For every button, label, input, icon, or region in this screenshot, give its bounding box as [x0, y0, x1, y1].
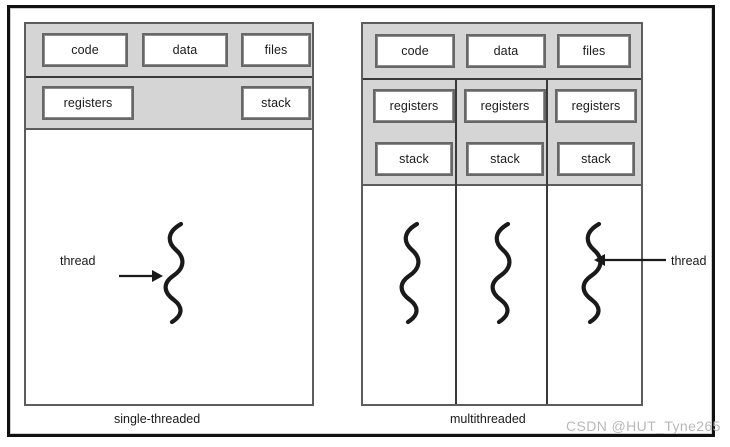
- single-threaded-stack-box: stack: [241, 86, 311, 120]
- multithreaded-execution-area: [363, 184, 641, 404]
- multithreaded-thread-2-stack-box: stack: [466, 142, 544, 176]
- multithreaded-data-label: data: [493, 44, 519, 58]
- single-threaded-registers-box: registers: [42, 86, 134, 120]
- multithreaded-column-divider-1: [455, 80, 457, 404]
- single-threaded-data-label: data: [172, 43, 198, 57]
- multithreaded-thread-1-registers-label: registers: [389, 99, 439, 113]
- multithreaded-thread-3-registers-label: registers: [571, 99, 621, 113]
- multithreaded-thread-2-stack-label: stack: [490, 152, 520, 166]
- single-threaded-registers-label: registers: [63, 96, 113, 110]
- diagram-frame-inner-border: [10, 8, 712, 434]
- single-threaded-code-label: code: [71, 43, 99, 57]
- multithreaded-caption: multithreaded: [450, 412, 526, 426]
- diagram-frame: code data files registers stack thread s: [7, 5, 720, 437]
- single-threaded-thread-annotation-label: thread: [60, 254, 96, 268]
- watermark-text: CSDN @HUT_Tyne265: [566, 418, 721, 434]
- multithreaded-files-box: files: [557, 34, 631, 68]
- multithreaded-resource-divider: [363, 78, 641, 80]
- single-threaded-resource-divider: [26, 76, 312, 78]
- multithreaded-code-box: code: [375, 34, 455, 68]
- multithreaded-thread-2-registers-label: registers: [480, 99, 530, 113]
- single-threaded-execution-area: [26, 128, 312, 404]
- multithreaded-thread-3-stack-box: stack: [557, 142, 635, 176]
- multithreaded-thread-1-stack-box: stack: [375, 142, 453, 176]
- multithreaded-code-label: code: [401, 44, 429, 58]
- single-threaded-process-panel: code data files registers stack: [24, 22, 314, 406]
- multithreaded-thread-3-stack-label: stack: [581, 152, 611, 166]
- single-threaded-files-label: files: [264, 43, 288, 57]
- single-threaded-data-box: data: [142, 33, 228, 67]
- multithreaded-files-label: files: [582, 44, 606, 58]
- single-threaded-code-box: code: [42, 33, 128, 67]
- multithreaded-process-panel: code data files registers stack register…: [361, 22, 643, 406]
- multithreaded-thread-annotation-label: thread: [671, 254, 707, 268]
- single-threaded-thread-arrow: [119, 270, 163, 282]
- multithreaded-thread-3-registers-box: registers: [555, 89, 637, 123]
- single-threaded-files-box: files: [241, 33, 311, 67]
- single-threaded-thread-squiggle: [163, 221, 185, 325]
- multithreaded-thread-3-squiggle: [581, 221, 603, 325]
- single-threaded-caption: single-threaded: [114, 412, 201, 426]
- multithreaded-thread-1-registers-box: registers: [373, 89, 455, 123]
- single-threaded-stack-label: stack: [261, 96, 291, 110]
- multithreaded-data-box: data: [466, 34, 546, 68]
- multithreaded-thread-1-stack-label: stack: [399, 152, 429, 166]
- multithreaded-column-divider-2: [546, 80, 548, 404]
- multithreaded-thread-2-squiggle: [490, 221, 512, 325]
- multithreaded-thread-arrow: [594, 254, 666, 266]
- multithreaded-thread-2-registers-box: registers: [464, 89, 546, 123]
- multithreaded-thread-1-squiggle: [399, 221, 421, 325]
